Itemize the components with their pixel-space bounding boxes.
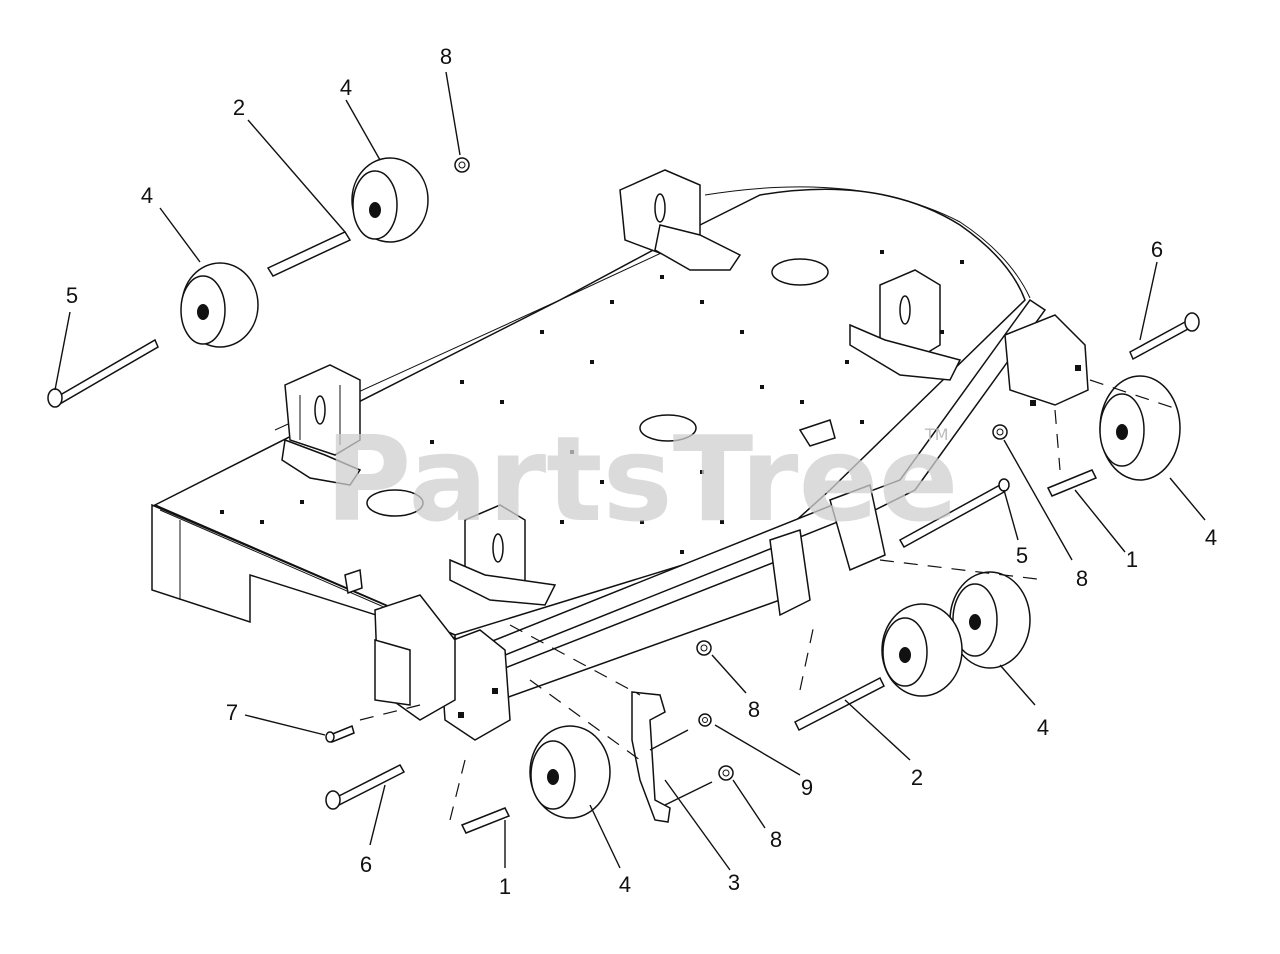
right-rear-bracket	[1004, 314, 1089, 406]
wheel-right	[1099, 375, 1181, 481]
callout-2-top: 2	[233, 95, 245, 120]
callout-4-mid: 4	[1037, 715, 1049, 740]
callout-8-right: 8	[1076, 566, 1088, 591]
watermark-trademark: TM	[924, 425, 949, 444]
callout-2-mid: 2	[911, 765, 923, 790]
callout-5-left: 5	[66, 283, 78, 308]
wheel-left	[180, 262, 259, 348]
callout-6-right: 6	[1151, 237, 1163, 262]
callout-1-left: 1	[499, 874, 511, 899]
callout-4-bottom: 4	[619, 872, 631, 897]
callout-5-right: 5	[1016, 543, 1028, 568]
callout-8-mid: 8	[748, 697, 760, 722]
wheel-mid-rear	[949, 571, 1031, 669]
height-link-3	[631, 691, 671, 823]
wheel-bottom	[529, 725, 611, 819]
callout-7: 7	[226, 700, 238, 725]
nuts	[454, 157, 1008, 781]
callout-1-right: 1	[1126, 547, 1138, 572]
leader-lines	[54, 71, 1206, 871]
watermark-text: PartsTree	[325, 410, 959, 548]
assembly-lines	[359, 379, 1181, 821]
callout-9: 9	[801, 775, 813, 800]
callout-labels: 8 4 2 4 5 6 4 1 8 5 8 4 2 9 8 7 6 1 4 3	[66, 44, 1217, 899]
deck-holes	[220, 250, 964, 554]
partstree-watermark: PartsTree TM	[325, 410, 959, 548]
callout-8-top: 8	[440, 44, 452, 69]
callout-8-low: 8	[770, 827, 782, 852]
front-axle-bar	[468, 298, 1047, 702]
wheel-top	[351, 157, 429, 243]
pins-and-bolts	[47, 231, 1200, 834]
wheel-mid-front	[881, 603, 963, 697]
callout-6-left: 6	[360, 852, 372, 877]
mower-deck	[151, 169, 1031, 642]
callout-4-right: 4	[1205, 525, 1217, 550]
callout-4-top: 4	[340, 75, 352, 100]
callout-3: 3	[728, 870, 740, 895]
small-clip	[344, 568, 363, 595]
left-front-bracket	[374, 594, 511, 741]
callout-4-left: 4	[141, 183, 153, 208]
